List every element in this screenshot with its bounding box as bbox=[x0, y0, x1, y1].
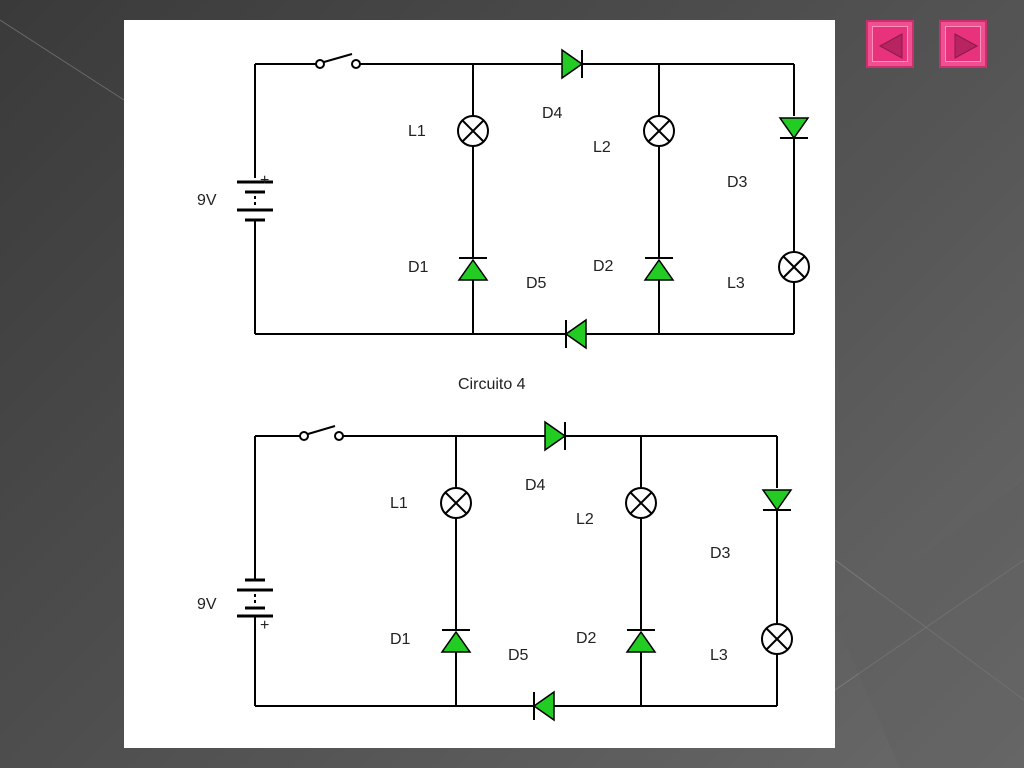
diode-d2-bottom bbox=[625, 629, 657, 653]
label-plus-top: + bbox=[260, 172, 269, 189]
diode-d2-top bbox=[643, 257, 675, 281]
circuit-bottom bbox=[237, 425, 778, 707]
label-d3-bottom: D3 bbox=[710, 545, 731, 562]
circuit-caption: Circuito 4 bbox=[458, 376, 526, 393]
label-l3-top: L3 bbox=[727, 275, 745, 292]
label-d1-bottom: D1 bbox=[390, 631, 411, 648]
diode-d3-top bbox=[778, 117, 810, 140]
diode-d1-top bbox=[457, 257, 489, 281]
label-d4-top: D4 bbox=[542, 105, 563, 122]
label-d2-top: D2 bbox=[593, 258, 614, 275]
label-d5-bottom: D5 bbox=[508, 647, 529, 664]
diode-d4-bottom bbox=[544, 420, 567, 452]
lamp-l3-top bbox=[778, 251, 810, 283]
label-l3-bottom: L3 bbox=[710, 647, 728, 664]
label-l2-top: L2 bbox=[593, 139, 611, 156]
label-d5-top: D5 bbox=[526, 275, 547, 292]
lamp-l1-bottom bbox=[440, 487, 472, 519]
triangle-left-icon bbox=[878, 33, 903, 59]
diode-d5-bottom bbox=[532, 690, 555, 722]
lamp-l1-top bbox=[457, 115, 489, 147]
diode-d5-top bbox=[564, 318, 587, 350]
diode-d1-bottom bbox=[440, 629, 472, 653]
label-l1-top: L1 bbox=[408, 123, 426, 140]
diode-d3-bottom bbox=[761, 489, 793, 512]
label-battery-bottom: 9V bbox=[197, 596, 217, 613]
next-slide-button[interactable] bbox=[939, 20, 987, 68]
label-d3-top: D3 bbox=[727, 174, 748, 191]
circuit-top bbox=[237, 53, 795, 335]
previous-slide-button[interactable] bbox=[866, 20, 914, 68]
triangle-right-icon bbox=[954, 33, 979, 59]
label-l1-bottom: L1 bbox=[390, 495, 408, 512]
label-plus-bottom: + bbox=[260, 617, 269, 634]
slide-content: 9V + L1 D4 L2 D3 D1 D2 D5 L3 Circuito 4 bbox=[124, 20, 835, 748]
diode-d4-top bbox=[561, 48, 584, 80]
lamp-l3-bottom bbox=[761, 623, 793, 655]
lamp-l2-top bbox=[643, 115, 675, 147]
label-l2-bottom: L2 bbox=[576, 511, 594, 528]
label-battery-top: 9V bbox=[197, 192, 217, 209]
label-d1-top: D1 bbox=[408, 259, 429, 276]
label-d2-bottom: D2 bbox=[576, 630, 597, 647]
lamp-l2-bottom bbox=[625, 487, 657, 519]
label-d4-bottom: D4 bbox=[525, 477, 546, 494]
